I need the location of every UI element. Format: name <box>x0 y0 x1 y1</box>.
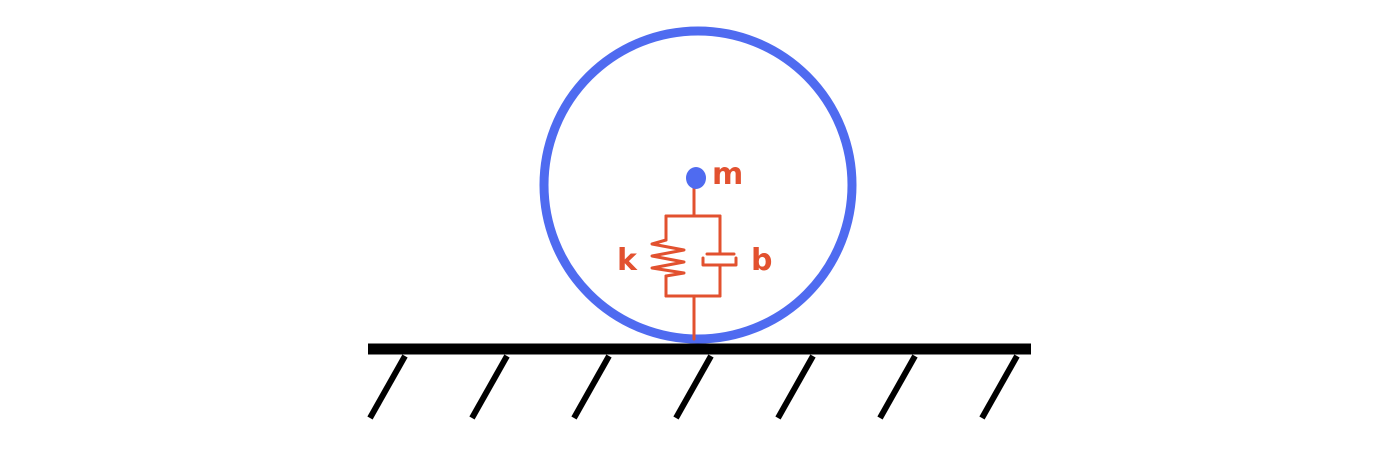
hatch-mark <box>469 354 510 420</box>
wheel <box>539 26 857 344</box>
damper-label: b <box>751 243 772 278</box>
mass-point <box>686 167 706 189</box>
mass-label: m <box>712 157 743 192</box>
spring <box>650 238 686 278</box>
ground-hatching <box>367 354 1020 420</box>
hatch-mark <box>367 354 408 420</box>
hatch-mark <box>673 354 714 420</box>
suspension-mechanism <box>650 184 738 341</box>
spring-label: k <box>617 243 638 278</box>
ground <box>367 343 1031 420</box>
hatch-mark <box>979 354 1020 420</box>
hatch-mark <box>571 354 612 420</box>
hatch-mark <box>775 354 816 420</box>
hatch-mark <box>877 354 918 420</box>
